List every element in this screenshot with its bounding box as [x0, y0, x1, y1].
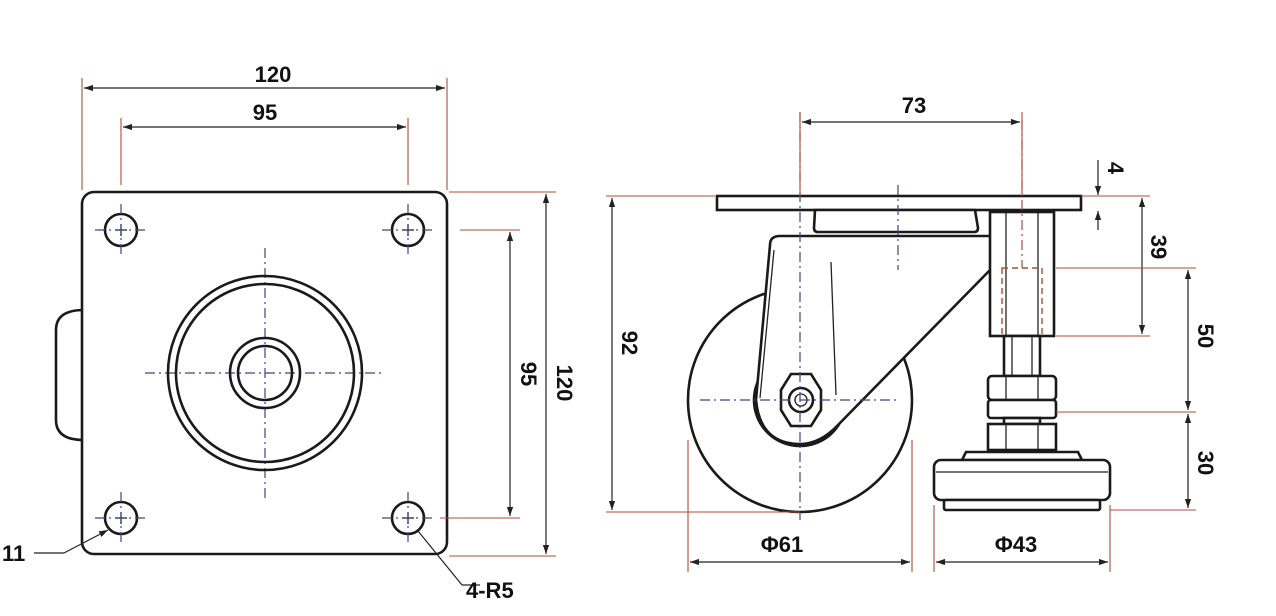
- dim-overall-height-label: 120: [552, 365, 577, 402]
- mounting-hole-bottom-right: [382, 492, 435, 545]
- top-view: 120 95 95 120 11: [2, 62, 577, 603]
- leader-corner-radius: 4-R5: [417, 530, 514, 603]
- dim-wheel-diameter: Φ61: [687, 440, 913, 572]
- fork-inner-line: [830, 261, 837, 396]
- dim-offset-label: 73: [902, 93, 926, 118]
- leader-hole-diameter: 11: [2, 529, 109, 566]
- dim-plate-thickness: 4: [1081, 160, 1140, 230]
- lock-nut: [986, 374, 1058, 402]
- dim-hole-spacing-height-label: 95: [516, 362, 541, 386]
- fork-edge: [759, 249, 775, 399]
- dim-39-label: 39: [1146, 235, 1171, 259]
- dim-overall-width-label: 120: [255, 62, 292, 87]
- threaded-stud: [1002, 334, 1042, 378]
- dim-hole-spacing-width: 95: [120, 100, 409, 185]
- dim-plate-thickness-label: 4: [1103, 162, 1128, 175]
- dim-50: 50: [1056, 267, 1218, 413]
- outer-ring-outer: [166, 274, 364, 472]
- dim-pad-diameter: Φ43: [933, 505, 1111, 572]
- side-top-plate: [715, 194, 1083, 212]
- foot-pad: [932, 458, 1112, 502]
- swivel-bearing: [812, 208, 980, 234]
- lock-nut-2: [986, 398, 1058, 420]
- dim-50-label: 50: [1193, 324, 1218, 348]
- dim-overall-height-side-label: 92: [617, 331, 642, 355]
- base-hex: [986, 422, 1058, 452]
- dim-39: 39: [1056, 195, 1171, 337]
- dim-30-label: 30: [1193, 451, 1218, 475]
- dim-30: 30: [1110, 414, 1218, 511]
- side-view: 73 4 92 39 50: [606, 93, 1218, 572]
- mounting-hole-bottom-left: [95, 492, 148, 545]
- dim-overall-height-side: 92: [606, 195, 800, 513]
- foot-pad-rubber: [942, 498, 1102, 512]
- outer-ring-inner: [174, 282, 356, 464]
- dim-pad-diameter-label: Φ43: [995, 532, 1038, 557]
- dim-hole-spacing-height: 95: [440, 229, 541, 519]
- mounting-hole-top-left: [95, 204, 148, 257]
- mounting-hole-top-right: [382, 204, 435, 257]
- dim-wheel-diameter-label: Φ61: [761, 532, 804, 557]
- dim-overall-width: 120: [81, 62, 448, 190]
- hub-ring-inner: [236, 344, 294, 402]
- side-bump: [54, 308, 86, 442]
- dim-hole-spacing-width-label: 95: [253, 100, 277, 125]
- dim-offset: 73: [799, 93, 1023, 196]
- hole-diameter-label: 11: [2, 541, 25, 566]
- dim-overall-height: 120: [449, 191, 577, 557]
- corner-radius-label: 4-R5: [466, 578, 514, 603]
- hub-ring-outer: [228, 336, 302, 410]
- leveler-hex-block: [988, 210, 1056, 338]
